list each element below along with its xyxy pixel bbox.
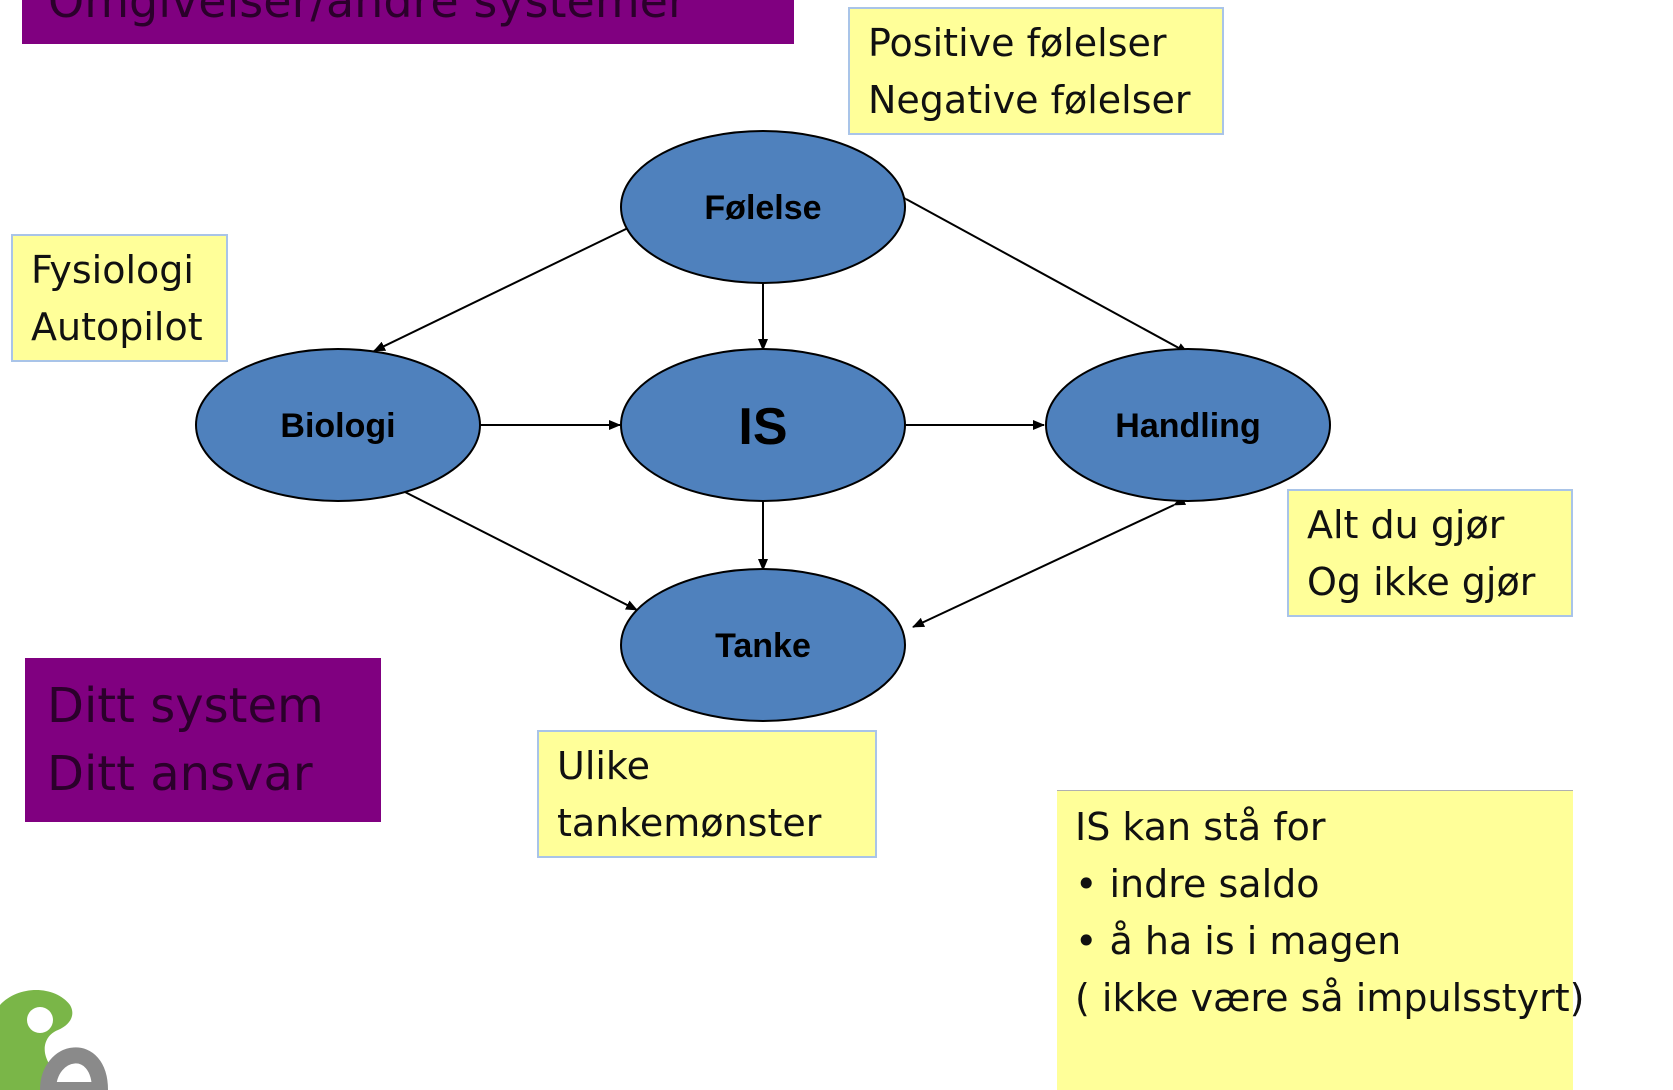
is-meaning-line-4: ( ikke være så impulsstyrt) bbox=[1075, 976, 1585, 1020]
biology-note: Fysiologi Autopilot bbox=[11, 234, 228, 362]
system-banner-line-1: Ditt system bbox=[47, 678, 324, 734]
thought-note-line-2: tankemønster bbox=[557, 801, 822, 845]
system-banner: Ditt system Ditt ansvar bbox=[25, 658, 381, 822]
environment-banner: Omgivelser/andre systemer bbox=[22, 0, 794, 44]
connector-folelse-handling bbox=[893, 189, 1189, 354]
node-tanke: Tanke bbox=[620, 568, 906, 722]
biology-note-line-1: Fysiologi bbox=[31, 248, 194, 292]
node-folelse-label: Følelse bbox=[704, 189, 821, 227]
feelings-note-line-1: Positive følelser bbox=[868, 21, 1167, 65]
environment-banner-text: Omgivelser/andre systemer bbox=[48, 0, 687, 28]
action-note-line-1: Alt du gjør bbox=[1307, 503, 1505, 547]
node-is-label: IS bbox=[738, 398, 787, 456]
organization-logo-icon bbox=[0, 990, 109, 1090]
node-handling: Handling bbox=[1045, 348, 1331, 502]
node-tanke-label: Tanke bbox=[715, 627, 811, 665]
node-folelse: Følelse bbox=[620, 130, 906, 284]
connector-biologi-tanke bbox=[390, 481, 638, 611]
connector-handling-tanke bbox=[912, 495, 1187, 628]
action-note: Alt du gjør Og ikke gjør bbox=[1287, 489, 1573, 617]
feelings-note-line-2: Negative følelser bbox=[868, 78, 1191, 122]
node-is: IS bbox=[620, 348, 906, 502]
is-meaning-line-3: • å ha is i magen bbox=[1075, 919, 1402, 963]
node-biologi: Biologi bbox=[195, 348, 481, 502]
is-meaning-line-2: • indre saldo bbox=[1075, 862, 1320, 906]
connector-folelse-biologi bbox=[373, 218, 641, 352]
connectors bbox=[373, 189, 1189, 628]
node-biologi-label: Biologi bbox=[280, 407, 395, 445]
node-handling-label: Handling bbox=[1115, 407, 1260, 445]
action-note-line-2: Og ikke gjør bbox=[1307, 560, 1536, 604]
thought-note-line-1: Ulike bbox=[557, 744, 650, 788]
is-meaning-note: IS kan stå for • indre saldo • å ha is i… bbox=[1057, 790, 1585, 1090]
thought-note: Ulike tankemønster bbox=[537, 730, 877, 858]
feelings-note: Positive følelser Negative følelser bbox=[848, 7, 1224, 135]
biology-note-line-2: Autopilot bbox=[31, 305, 203, 349]
system-banner-line-2: Ditt ansvar bbox=[47, 746, 313, 802]
is-meaning-line-1: IS kan stå for bbox=[1075, 805, 1326, 849]
